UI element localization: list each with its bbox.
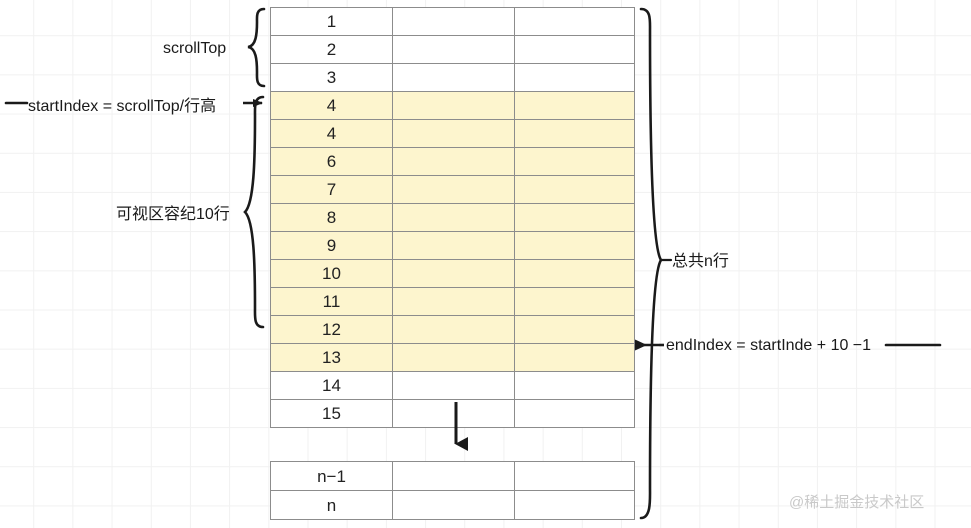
brace-total: [639, 7, 663, 520]
row-content-cell: [392, 259, 515, 288]
brace-viewport: [243, 95, 265, 329]
table-row: 6: [270, 147, 635, 176]
table-row: 7: [270, 175, 635, 204]
row-index-cell: 15: [270, 399, 393, 428]
row-index-cell: 11: [270, 287, 393, 316]
label-viewport-rows: 可视区容纪10行: [116, 206, 230, 223]
row-content-cell: [514, 175, 635, 204]
row-index-cell: 4: [270, 91, 393, 120]
table-row: n−1: [270, 461, 635, 491]
table-row: 8: [270, 203, 635, 232]
row-content-cell: [392, 203, 515, 232]
label-start-index: startIndex = scrollTop/行高: [28, 98, 217, 115]
row-content-cell: [514, 63, 635, 92]
row-content-cell: [392, 63, 515, 92]
table-row: 11: [270, 287, 635, 316]
row-content-cell: [514, 490, 635, 520]
row-content-cell: [392, 147, 515, 176]
row-content-cell: [514, 371, 635, 400]
table-row: n: [270, 490, 635, 520]
table-row: 9: [270, 231, 635, 260]
row-content-cell: [392, 231, 515, 260]
table-row: 3: [270, 63, 635, 92]
row-index-cell: 4: [270, 119, 393, 148]
row-index-cell: 14: [270, 371, 393, 400]
row-index-cell: 3: [270, 63, 393, 92]
row-content-cell: [514, 461, 635, 491]
row-content-cell: [514, 343, 635, 372]
row-content-cell: [514, 259, 635, 288]
row-index-cell: 7: [270, 175, 393, 204]
table-row: 4: [270, 119, 635, 148]
table-row: 12: [270, 315, 635, 344]
row-content-cell: [514, 315, 635, 344]
label-scrolltop: scrollTop: [163, 40, 227, 57]
row-content-cell: [392, 490, 515, 520]
brace-scrolltop: [247, 7, 266, 88]
table-row: 4: [270, 91, 635, 120]
table-row: 10: [270, 259, 635, 288]
row-content-cell: [392, 175, 515, 204]
label-total-rows: 总共n行: [672, 253, 729, 270]
label-end-index: endIndex = startInde + 10 −1: [666, 337, 872, 354]
row-content-cell: [392, 315, 515, 344]
row-content-cell: [514, 231, 635, 260]
row-index-cell: 13: [270, 343, 393, 372]
row-content-cell: [514, 287, 635, 316]
row-content-cell: [514, 119, 635, 148]
row-index-cell: 9: [270, 231, 393, 260]
row-index-cell: 10: [270, 259, 393, 288]
table-row: 14: [270, 371, 635, 400]
row-index-cell: n−1: [270, 461, 393, 491]
row-index-cell: 8: [270, 203, 393, 232]
row-content-cell: [392, 371, 515, 400]
row-content-cell: [514, 7, 635, 36]
row-content-cell: [514, 35, 635, 64]
row-content-cell: [392, 119, 515, 148]
row-content-cell: [392, 343, 515, 372]
row-content-cell: [392, 287, 515, 316]
row-content-cell: [514, 91, 635, 120]
row-content-cell: [392, 399, 515, 428]
table-row: 2: [270, 35, 635, 64]
table-row: 1: [270, 7, 635, 36]
table-row: 13: [270, 343, 635, 372]
row-index-cell: n: [270, 490, 393, 520]
row-index-cell: 2: [270, 35, 393, 64]
row-content-cell: [514, 147, 635, 176]
row-content-cell: [392, 35, 515, 64]
table-row: 15: [270, 399, 635, 428]
row-content-cell: [392, 91, 515, 120]
row-index-cell: 1: [270, 7, 393, 36]
row-content-cell: [514, 399, 635, 428]
row-index-cell: 12: [270, 315, 393, 344]
row-content-cell: [514, 203, 635, 232]
row-content-cell: [392, 461, 515, 491]
row-index-cell: 6: [270, 147, 393, 176]
row-content-cell: [392, 7, 515, 36]
watermark: @稀土掘金技术社区: [789, 494, 925, 511]
